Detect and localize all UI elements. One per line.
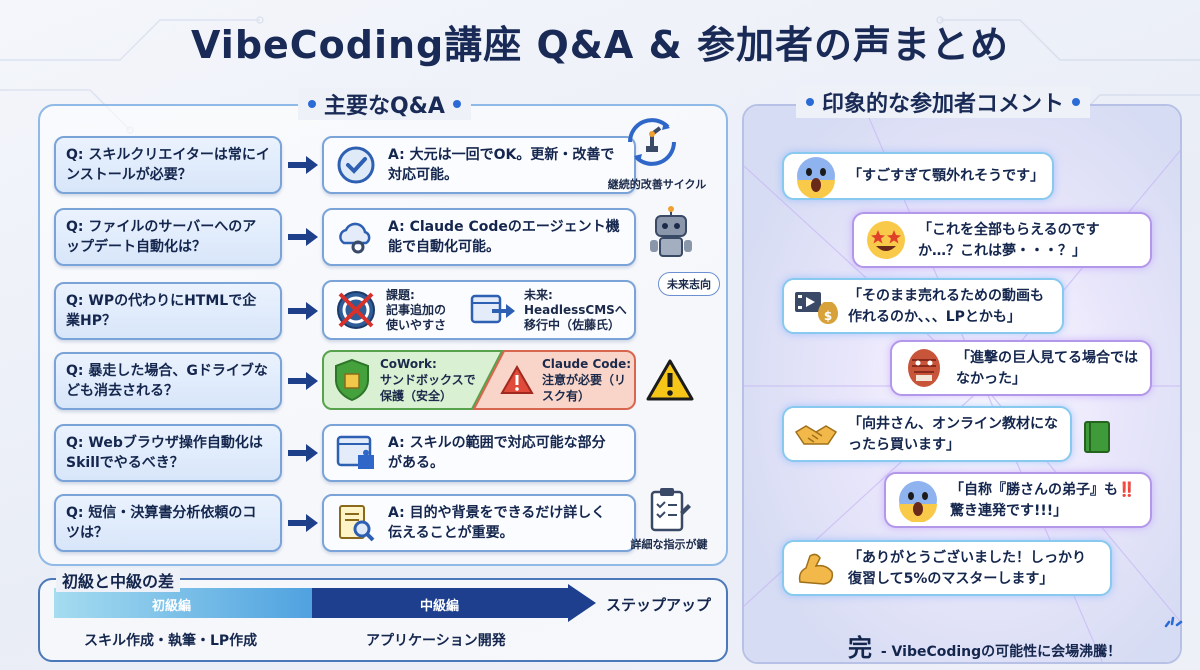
arrow-right-icon — [288, 302, 318, 320]
document-search-icon — [339, 505, 375, 542]
comment-bubble: 「進撃の巨人見てる場合ではなかった」 — [890, 340, 1152, 396]
browser-arrow-icon — [470, 294, 515, 324]
star-struck-face-icon — [867, 221, 905, 259]
wordpress-crossed-icon — [337, 291, 375, 329]
issue-text: 記事追加の使いやすさ — [386, 302, 447, 332]
question-box: Q: 短信・決算書分析依頼のコツは？ — [54, 494, 282, 552]
cowork-info: CoWork: サンドボックスで保護（安全） — [332, 356, 476, 404]
comment-bubble: 「向井さん、オンライン教材になったら買います」 — [782, 406, 1072, 462]
comment-text: 「そのまま売れるための動画も作れるのか、、、LPとかも」 — [848, 288, 1044, 325]
heading-dot — [806, 98, 814, 106]
beginner-bar — [54, 588, 312, 618]
comments-heading: 印象的な参加者コメント — [796, 86, 1091, 118]
future-badge: 未来志向 — [658, 272, 720, 296]
qa-heading-text: 主要なQ&A — [324, 94, 445, 119]
comment-text: 「向井さん、オンライン教材になったら買います」 — [848, 416, 1058, 453]
answer-text: A: スキルの範囲で対応可能な部分がある。 — [388, 435, 606, 471]
shield-icon — [335, 358, 369, 402]
comment-text: 「自称『勝さんの弟子』も‼️驚き連発です!!!」 — [950, 482, 1136, 519]
intermediate-desc: アプリケーション開発 — [366, 633, 506, 649]
answer-box-split: 課題: 記事追加の使いやすさ 未来: HeadlessCMSへ移行中（佐藤氏） — [322, 280, 636, 340]
cowork-text: サンドボックスで保護（安全） — [380, 373, 476, 403]
check-icon — [337, 146, 375, 184]
final-kanji: 完 — [848, 634, 872, 662]
question-box: Q: スキルクリエイターは常にインストールが必要？ — [54, 136, 282, 194]
issue-label: 課題: — [386, 287, 415, 302]
future-text: HeadlessCMSへ移行中（佐藤氏） — [524, 302, 627, 332]
closing-message: 完 - VibeCodingの可能性に会場沸騰！ — [848, 628, 1121, 663]
beginner-label: 初級編 — [152, 599, 192, 614]
arrow-right-icon — [288, 156, 318, 174]
comment-bubble: 「自称『勝さんの弟子』も‼️驚き連発です!!!」 — [884, 472, 1152, 528]
svg-text:$: $ — [824, 309, 832, 323]
comment-text: 「これを全部もらえるのですか…？これは夢・・・？」 — [918, 222, 1100, 259]
wp-future: 未来: HeadlessCMSへ移行中（佐藤氏） — [470, 288, 636, 333]
comment-text: 「ありがとうございました！しっかり復習して5%のマスターします」 — [848, 550, 1086, 587]
warning-icon — [500, 365, 534, 394]
answer-box: A: スキルの範囲で対応可能な部分がある。 — [322, 424, 636, 482]
wp-issue: 課題: 記事追加の使いやすさ — [334, 288, 454, 333]
comment-text: 「すごすぎて顎外れそうです」 — [848, 168, 1045, 184]
levels-heading: 初級と中級の差 — [56, 568, 181, 592]
comment-bubble: 「ありがとうございました！しっかり復習して5%のマスターします」 — [782, 540, 1112, 596]
cloud-gear-icon — [339, 222, 371, 254]
question-box: Q: WPの代わりにHTMLで企業HP？ — [54, 282, 282, 340]
cycle-label: 継続的改善サイクル — [607, 178, 707, 191]
sparkle-lines-icon — [1164, 616, 1183, 628]
browser-puzzle-icon — [336, 435, 374, 469]
intermediate-arrow — [312, 584, 596, 622]
comment-bubble: 「これを全部もらえるのですか…？これは夢・・・？」 — [852, 212, 1152, 268]
intermediate-label: 中級編 — [420, 599, 460, 614]
arrow-right-icon — [288, 228, 318, 246]
warning-icon — [646, 359, 694, 401]
comment-bubble: 「すごすぎて顎外れそうです」 — [782, 152, 1054, 200]
detail-label: 詳細な指示が鍵 — [630, 538, 708, 551]
titan-icon — [908, 349, 940, 387]
heading-dot — [1072, 98, 1081, 106]
qa-heading: 主要なQ&A — [298, 88, 471, 120]
comment-bubble: $ 「そのまま売れるための動画も作れるのか、、、LPとかも」 — [782, 278, 1064, 334]
heading-dot — [308, 100, 316, 108]
arrow-right-icon — [288, 372, 318, 390]
scream-face-icon — [797, 157, 835, 198]
final-text: - VibeCodingの可能性に会場沸騰！ — [880, 644, 1122, 660]
scream-face-icon — [899, 481, 937, 522]
answer-box: A: Claude Codeのエージェント機能で自動化可能。 — [322, 208, 636, 266]
answer-box: A: 目的や背景をできるだけ詳しく伝えることが重要。 — [322, 494, 636, 552]
robot-arm-cycle-icon — [628, 118, 676, 166]
future-label: 未来: — [524, 287, 553, 302]
claude-label: Claude Code: — [542, 357, 632, 371]
answer-text: A: Claude Codeのエージェント機能で自動化可能。 — [388, 219, 620, 255]
answer-text: A: 大元は一回でOK。更新・改善で対応可能。 — [388, 147, 615, 183]
handshake-icon — [794, 425, 838, 445]
page-title: VibeCoding講座 Q&A & 参加者の声まとめ — [191, 23, 1009, 67]
question-box: Q: 暴走した場合、Gドライブなども消去される？ — [54, 352, 282, 410]
answer-text: A: 目的や背景をできるだけ詳しく伝えることが重要。 — [388, 505, 606, 541]
book-icon — [1084, 421, 1110, 453]
safety-split-bg — [322, 350, 636, 410]
film-money-icon: $ — [795, 292, 838, 324]
step-up-label: ステップアップ — [606, 596, 712, 614]
question-box: Q: Webブラウザ操作自動化はSkillでやるべき？ — [54, 424, 282, 482]
clipboard-checklist-icon — [650, 488, 691, 532]
answer-box: A: 大元は一回でOK。更新・改善で対応可能。 — [322, 136, 636, 194]
claude-text: 注意が必要（リスク有） — [542, 373, 627, 403]
question-box: Q: ファイルのサーバーへのアップデート自動化は？ — [54, 208, 282, 266]
cowork-label: CoWork: — [380, 357, 437, 371]
robot-icon — [650, 206, 692, 257]
arrow-right-icon — [288, 514, 318, 532]
heading-dot — [452, 100, 461, 108]
arrow-right-icon — [288, 444, 318, 462]
beginner-desc: スキル作成・執筆・LP作成 — [84, 633, 258, 649]
comment-text: 「進撃の巨人見てる場合ではなかった」 — [956, 350, 1138, 387]
comments-heading-text: 印象的な参加者コメント — [822, 92, 1065, 117]
claude-code-info: Claude Code: 注意が必要（リスク有） — [500, 356, 632, 404]
flexed-biceps-icon — [798, 553, 834, 585]
